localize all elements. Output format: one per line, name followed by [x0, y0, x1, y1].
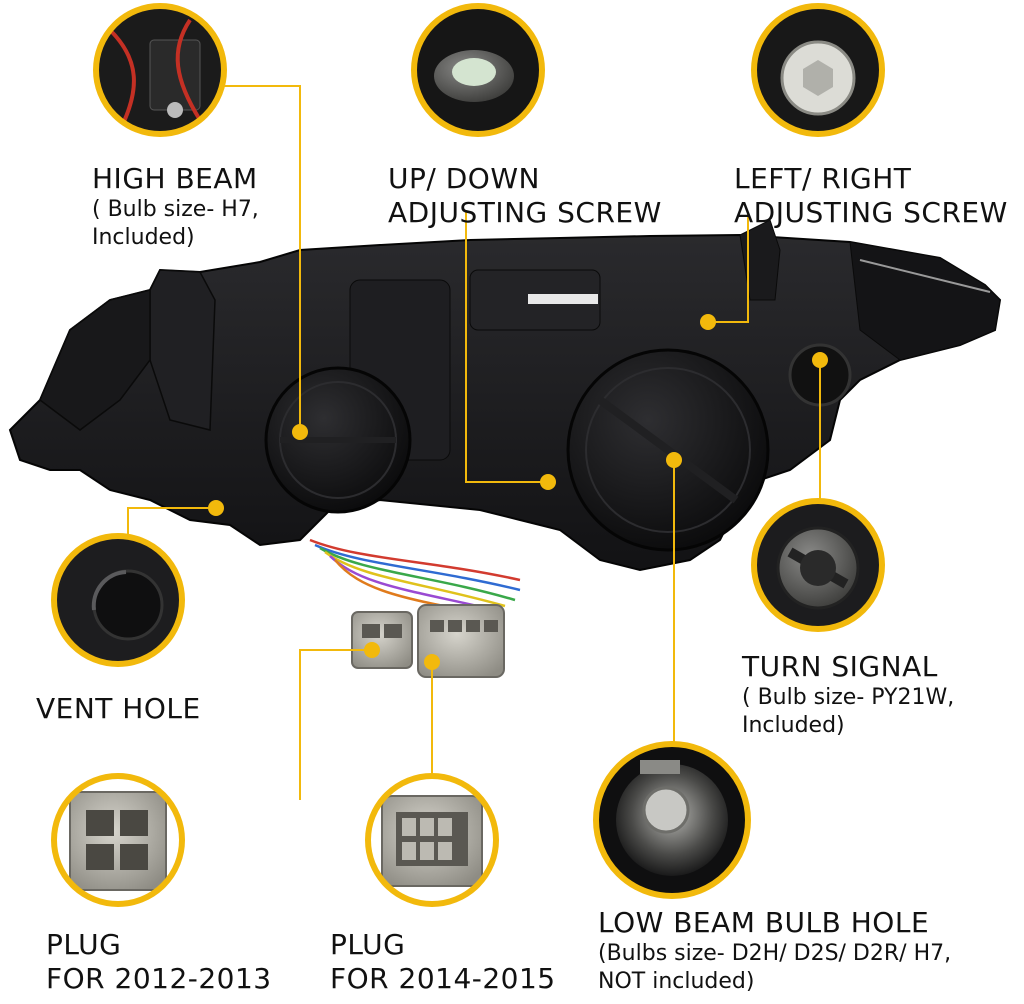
high-beam-cap [264, 366, 412, 514]
left-right-line1: LEFT/ RIGHT [734, 162, 912, 195]
high-beam-title: HIGH BEAM [92, 162, 258, 195]
plug-2014-line1: PLUG [330, 928, 406, 961]
turn-signal-zoom-photo [751, 498, 885, 632]
up-down-line2: ADJUSTING SCREW [388, 196, 662, 229]
up-down-label: UP/ DOWN ADJUSTING SCREW [388, 162, 662, 230]
low-beam-cap [566, 348, 770, 552]
low-beam-label: LOW BEAM BULB HOLE (Bulbs size- D2H/ D2S… [598, 906, 951, 996]
left-right-line2: ADJUSTING SCREW [734, 196, 1008, 229]
left-right-screw-zoom-photo [751, 3, 885, 137]
turn-signal-label: TURN SIGNAL ( Bulb size- PY21W, Included… [742, 650, 954, 740]
leader-lines [127, 85, 821, 800]
high-beam-sub1: ( Bulb size- H7, [92, 197, 259, 222]
up-down-screw-zoom-photo [411, 3, 545, 137]
callout-dots [208, 314, 828, 670]
high-beam-zoom-photo [93, 3, 227, 137]
turn-signal-title: TURN SIGNAL [742, 650, 938, 683]
high-beam-label: HIGH BEAM ( Bulb size- H7, Included) [92, 162, 259, 252]
low-beam-sub1: (Bulbs size- D2H/ D2S/ D2R/ H7, [598, 941, 952, 966]
plug-2014-label: PLUG FOR 2014-2015 [330, 928, 556, 996]
left-right-label: LEFT/ RIGHT ADJUSTING SCREW [734, 162, 1008, 230]
up-down-line1: UP/ DOWN [388, 162, 540, 195]
plug-2012-zoom-photo [51, 773, 185, 907]
high-beam-sub2: Included) [92, 225, 195, 250]
low-beam-zoom-photo [593, 741, 751, 899]
vent-hole-title: VENT HOLE [36, 692, 201, 725]
low-beam-sub2: NOT included) [598, 969, 755, 994]
vent-hole-zoom-photo [51, 533, 185, 667]
plug-2014-zoom-photo [365, 773, 499, 907]
plug-2012-line1: PLUG [46, 928, 122, 961]
turn-signal-sub1: ( Bulb size- PY21W, [742, 685, 955, 710]
plug-connectors [351, 604, 505, 678]
plug-2012-label: PLUG FOR 2012-2013 [46, 928, 272, 996]
vent-hole-label: VENT HOLE [36, 692, 201, 726]
plug-2012-line2: FOR 2012-2013 [46, 962, 272, 995]
turn-signal-sub2: Included) [742, 713, 845, 738]
plug-2014-line2: FOR 2014-2015 [330, 962, 556, 995]
wiring-harness [309, 538, 521, 616]
low-beam-title: LOW BEAM BULB HOLE [598, 906, 930, 939]
